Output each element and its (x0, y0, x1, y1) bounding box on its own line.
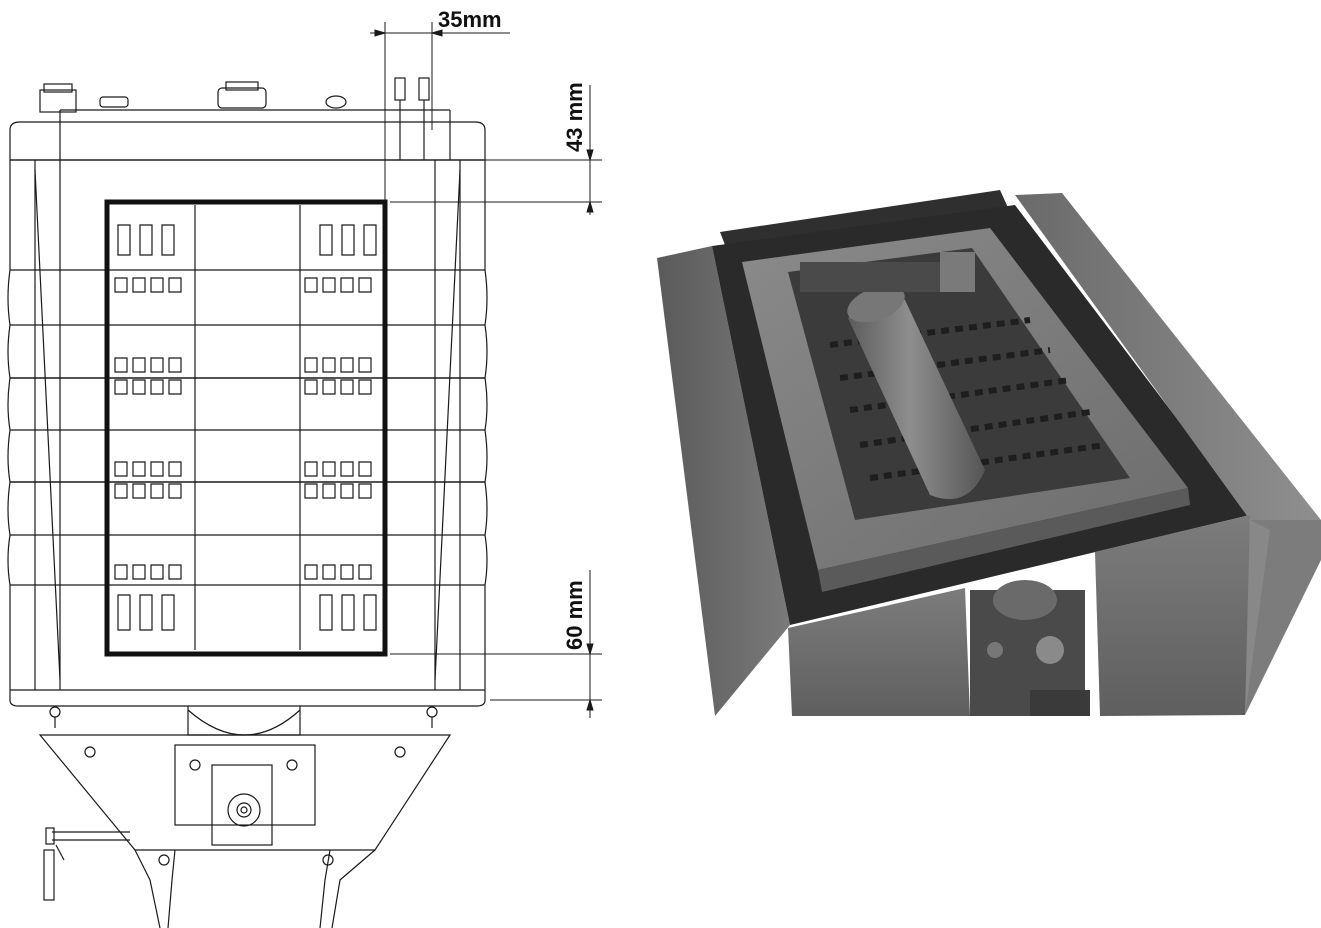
boiler-3d-render (657, 190, 1321, 716)
front-left-panel (788, 588, 970, 716)
right-casing-outline (484, 160, 488, 690)
dimension-label-60mm: 60 mm (562, 580, 587, 650)
left-casing-outline (7, 160, 11, 690)
burner-hopper (38, 734, 452, 851)
dimension-label-35mm: 35mm (438, 7, 502, 32)
top-fittings (39, 77, 430, 160)
burner-head (970, 580, 1090, 716)
dimension-43mm (390, 85, 602, 215)
front-right-panel (1095, 515, 1250, 716)
right-casing-panel (1015, 193, 1321, 560)
technical-drawing (7, 77, 488, 928)
side-pipe (43, 827, 130, 901)
bottom-cap (9, 690, 486, 707)
burner-tube (848, 294, 985, 500)
top-cap (9, 121, 486, 161)
left-casing-panel (657, 246, 790, 716)
burner-slots-right (304, 224, 377, 631)
dimension-label-43mm: 43 mm (562, 82, 587, 152)
dimension-60mm (390, 570, 602, 718)
burner-slots-left (114, 224, 182, 631)
right-leg (331, 849, 376, 928)
combustion-area-frame (104, 199, 388, 657)
left-leg (134, 849, 161, 928)
dimension-35mm (370, 22, 510, 200)
